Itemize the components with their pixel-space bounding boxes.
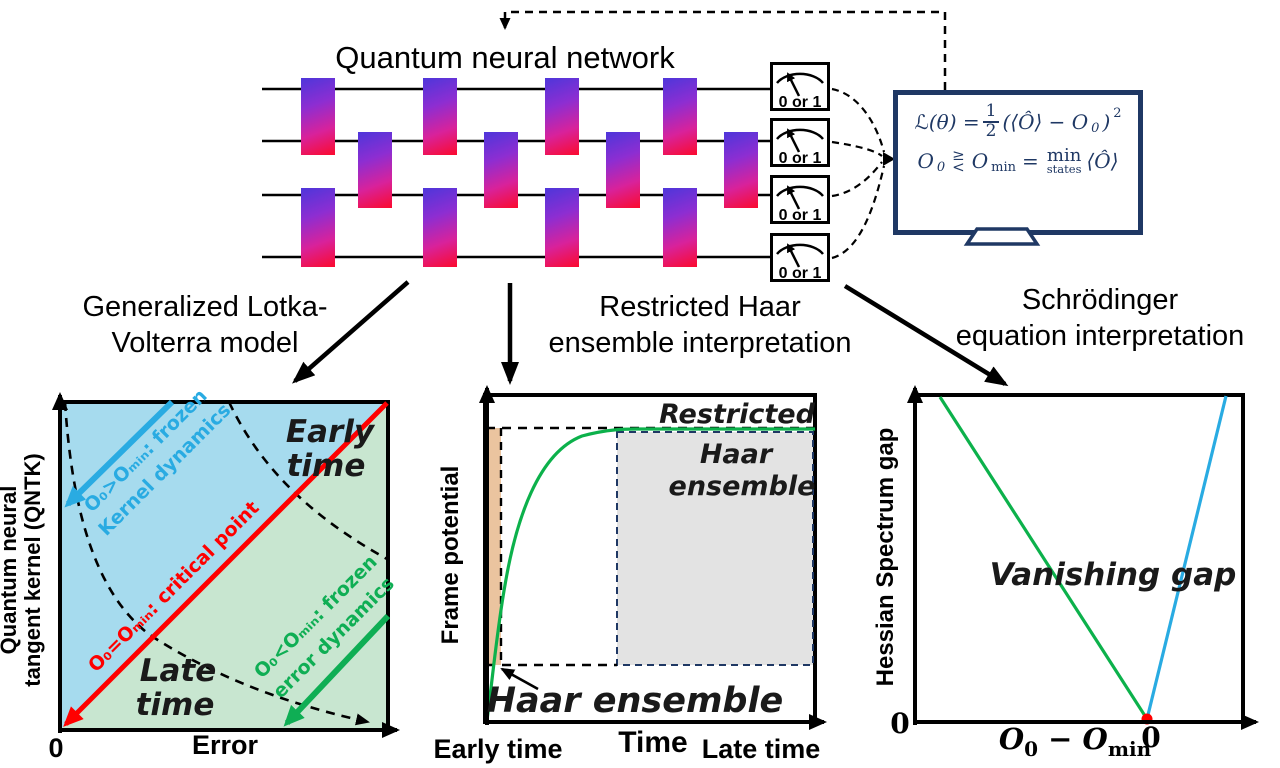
measurement-gauge: 0 or 1 bbox=[770, 62, 830, 111]
kernel-dynamics-arrow bbox=[64, 399, 175, 508]
quantum-gate bbox=[423, 188, 457, 267]
quantum-gate bbox=[484, 132, 518, 208]
top-diagram-svg bbox=[262, 10, 1009, 387]
gap-line-positive bbox=[1145, 395, 1228, 720]
quantum-gate bbox=[545, 188, 579, 267]
panel-arrows bbox=[291, 280, 1009, 387]
frame-potential-curve bbox=[485, 427, 815, 721]
quantum-gate bbox=[545, 78, 579, 155]
lotka-volterra-plot: O₀>Oₘᵢₙ: frozen Kernel dynamics O₀<Oₘᵢₙ:… bbox=[0, 385, 400, 763]
measurement-gauge: 0 or 1 bbox=[770, 233, 830, 282]
gauge-arc bbox=[776, 243, 824, 255]
quantum-gate bbox=[423, 78, 457, 155]
hessian-gap-plot: Vanishing gap Hessian Spectrum gap 0 O0 … bbox=[872, 385, 1259, 761]
restricted-haar-region bbox=[616, 431, 814, 666]
middle-panel-title: Restricted Haar ensemble interpretation bbox=[548, 291, 852, 359]
critical-line bbox=[63, 401, 389, 727]
left-panel-title: Generalized Lotka- Volterra model bbox=[82, 291, 328, 359]
trajectory-dashed-1 bbox=[63, 401, 370, 726]
formula-lhs: ℒ(θ) = bbox=[914, 109, 980, 134]
monitor-stand bbox=[963, 227, 1041, 246]
restricted-haar-label: Haar bbox=[700, 439, 774, 470]
gauge-needle bbox=[786, 185, 801, 210]
gauge-needle bbox=[786, 243, 801, 268]
x-zero-tick: 0 bbox=[1141, 721, 1160, 754]
greater-less-relation: ≥< bbox=[952, 145, 965, 176]
measurement-to-loss-connectors bbox=[831, 87, 886, 260]
measurement-label: 0 or 1 bbox=[779, 265, 822, 282]
early-time-label-2: time bbox=[287, 448, 366, 484]
feedback-dashed-line bbox=[499, 10, 947, 90]
quantum-gate bbox=[358, 132, 392, 208]
quantum-gate bbox=[301, 78, 335, 155]
middle-early-time-label: Early time bbox=[433, 734, 562, 764]
early-time-label-1: Early bbox=[286, 414, 376, 450]
right-xlabel: O0 − Omin bbox=[999, 722, 1152, 761]
early-time-strip bbox=[487, 428, 501, 665]
measurement-gauge: 0 or 1 bbox=[770, 175, 830, 224]
error-dynamics-arrow bbox=[283, 613, 391, 727]
measurement-label: 0 or 1 bbox=[779, 150, 822, 167]
middle-ylabel: Frame potential bbox=[437, 466, 464, 645]
left-ylabel-1: Quantum neural bbox=[0, 486, 21, 655]
quantum-gate bbox=[663, 78, 697, 155]
quantum-gate bbox=[606, 132, 640, 208]
measurement-label: 0 or 1 bbox=[779, 207, 822, 224]
quantum-gate bbox=[724, 132, 758, 208]
haar-ensemble-label: Haar ensemble bbox=[487, 681, 783, 721]
right-panel-title: Schrödinger equation interpretation bbox=[955, 284, 1245, 352]
qnn-title: Quantum neural network bbox=[335, 40, 675, 75]
gap-line-negative bbox=[938, 396, 1149, 720]
gauge-needle bbox=[786, 72, 801, 97]
middle-late-time-label: Late time bbox=[702, 734, 821, 764]
quantum-gate bbox=[663, 188, 697, 267]
measurement-gauge: 0 or 1 bbox=[770, 118, 830, 167]
left-xlabel: Error bbox=[192, 730, 259, 760]
middle-xlabel: Time bbox=[618, 726, 687, 759]
frame-potential-plot: Restricted Haar ensemble Haar ensemble F… bbox=[433, 385, 827, 764]
vanishing-gap-label: Vanishing gap bbox=[990, 557, 1237, 593]
left-origin-label: 0 bbox=[48, 733, 63, 763]
measurement-label: 0 or 1 bbox=[779, 94, 822, 111]
gauge-needle bbox=[786, 128, 801, 153]
quantum-gate bbox=[301, 188, 335, 267]
late-time-label-1: Late bbox=[140, 653, 217, 689]
formula-mid: (⟨Ô⟩ − O bbox=[1002, 109, 1089, 134]
left-ylabel-2: tangent kernel (QNTK) bbox=[20, 453, 45, 686]
converge-arrowhead bbox=[883, 152, 895, 166]
gauge-arc bbox=[776, 128, 824, 140]
restricted-label: Restricted bbox=[659, 399, 816, 430]
haar-annotation-arrow bbox=[500, 667, 539, 691]
gauge-arc bbox=[776, 72, 824, 84]
trajectory-dashed-2 bbox=[227, 401, 388, 561]
restricted-ensemble-label: ensemble bbox=[669, 471, 816, 502]
right-origin-label: 0 bbox=[890, 707, 909, 740]
late-time-label-2: time bbox=[136, 687, 215, 723]
right-ylabel: Hessian Spectrum gap bbox=[872, 428, 899, 687]
gauge-arc bbox=[776, 185, 824, 197]
